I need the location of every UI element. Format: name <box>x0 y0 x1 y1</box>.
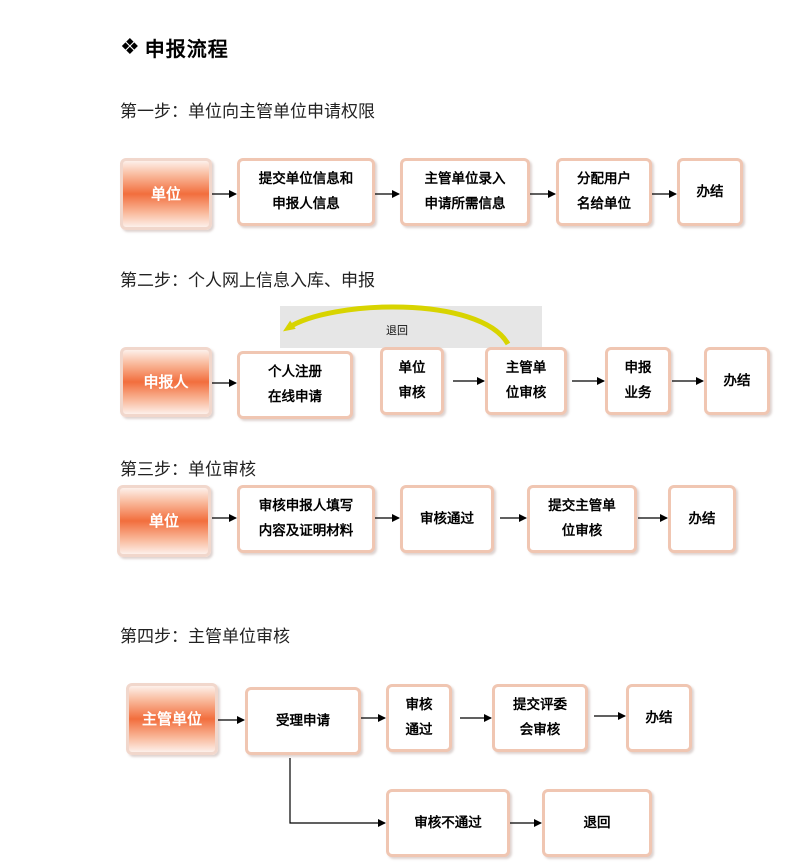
step3-node-start: 单位 <box>117 485 211 557</box>
step2-title: 第二步：个人网上信息入库、申报 <box>120 271 375 291</box>
step4-branch-reject: 审核不通过 <box>386 789 510 857</box>
step4-branch-return: 退回 <box>542 789 652 857</box>
step4-node-start: 主管单位 <box>126 683 218 755</box>
diamond-bullet-icon: ❖ <box>120 35 141 60</box>
step2-node-5: 申报 业务 <box>605 347 671 415</box>
step2-node-end: 办结 <box>704 347 770 415</box>
step4-node-3: 审核 通过 <box>386 684 452 752</box>
step1-title: 第一步：单位向主管单位申请权限 <box>120 102 375 122</box>
step3-node-4: 提交主管单 位审核 <box>527 485 637 553</box>
return-label: 退回 <box>386 324 408 337</box>
step3-node-end: 办结 <box>668 485 736 553</box>
step4-node-end: 办结 <box>626 684 692 752</box>
heading-title: 申报流程 <box>144 37 229 61</box>
step4-node-4: 提交评委 会审核 <box>492 684 588 752</box>
s4-branch-arrow <box>289 758 386 827</box>
step1-node-end: 办结 <box>677 158 743 226</box>
step2-node-start: 申报人 <box>120 347 212 417</box>
step3-node-2: 审核申报人填写 内容及证明材料 <box>237 485 375 553</box>
step1-node-4: 分配用户 名给单位 <box>556 158 652 226</box>
step2-node-3: 单位 审核 <box>380 347 444 415</box>
step3-title: 第三步：单位审核 <box>120 460 256 480</box>
step3-node-3: 审核通过 <box>400 485 494 553</box>
step2-node-2: 个人注册 在线申请 <box>237 351 353 419</box>
step1-node-2: 提交单位信息和 申报人信息 <box>237 158 375 226</box>
step1-node-start: 单位 <box>120 158 212 230</box>
step4-node-2: 受理申请 <box>245 687 361 755</box>
step1-node-3: 主管单位录入 申请所需信息 <box>400 158 530 226</box>
step2-node-4: 主管单 位审核 <box>485 347 567 415</box>
return-curve-arrow <box>283 304 511 346</box>
page-heading: ❖ 申报流程 <box>120 33 229 62</box>
step4-title: 第四步：主管单位审核 <box>120 627 290 647</box>
